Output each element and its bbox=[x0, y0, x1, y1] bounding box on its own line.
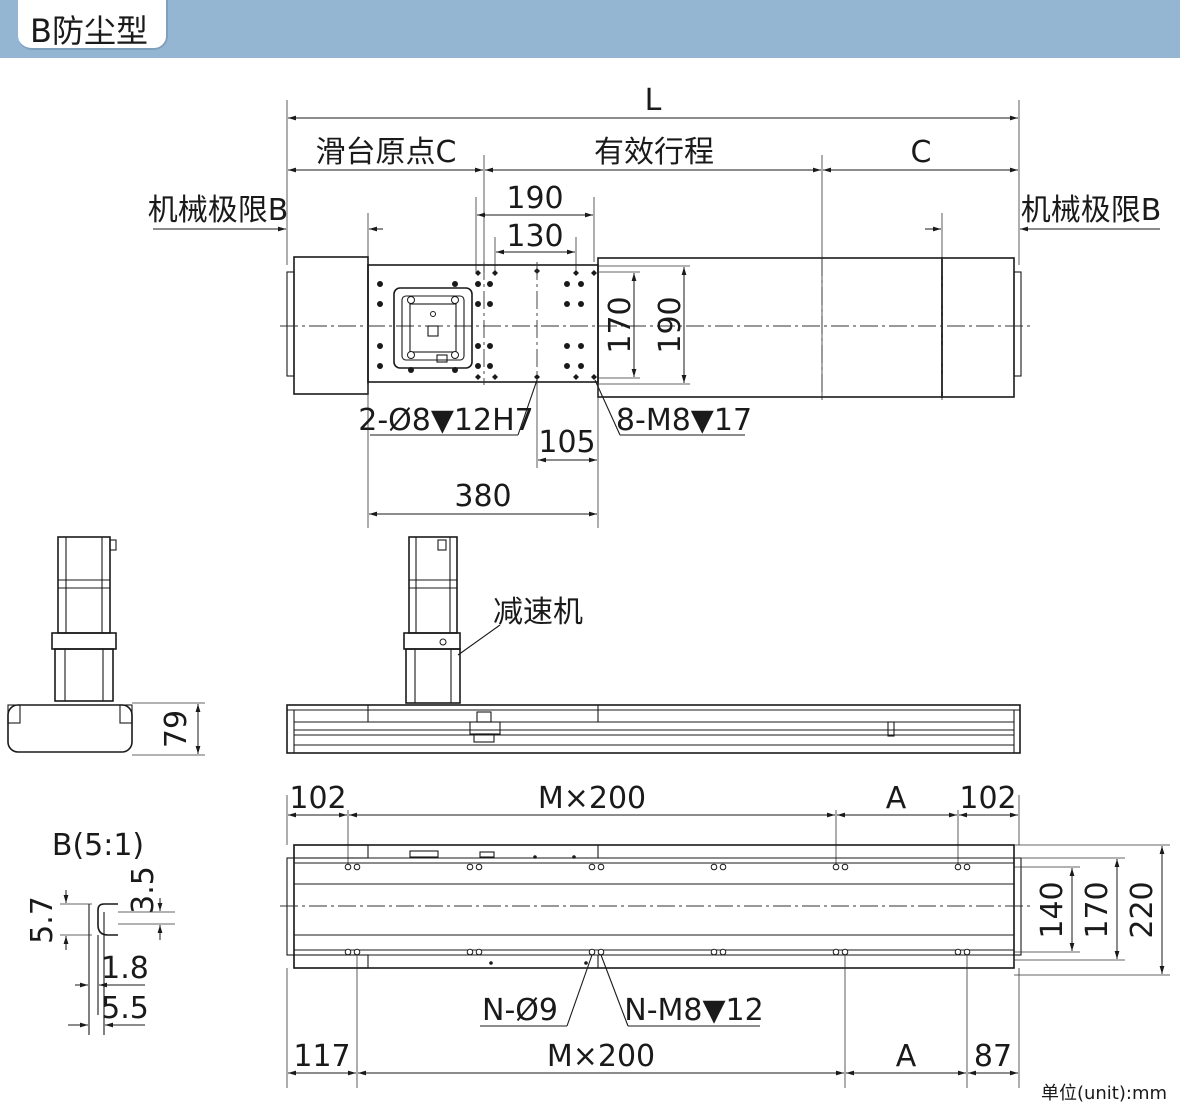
tap-holes-label: 8-M8▼17 bbox=[616, 403, 752, 438]
dim-a-bottom-label: A bbox=[896, 1039, 917, 1074]
unit-note: 单位(unit):mm bbox=[1041, 1083, 1167, 1104]
detail-b-title: B(5:1) bbox=[52, 828, 144, 863]
dim-a-top-label: A bbox=[886, 781, 907, 816]
dim-m200-bottom-label: M×200 bbox=[547, 1039, 655, 1074]
carriage-holes bbox=[377, 268, 597, 380]
detail-b: B(5:1) 5.7 3.5 1.8 5.5 bbox=[25, 828, 175, 1035]
mounting-holes bbox=[344, 855, 971, 965]
dim-102-left-label: 102 bbox=[289, 781, 346, 816]
dim-79-label: 79 bbox=[159, 710, 194, 748]
dim-190-side-label: 190 bbox=[653, 296, 688, 353]
dim-170-label: 170 bbox=[603, 296, 638, 353]
dim-87-label: 87 bbox=[974, 1039, 1012, 1074]
dim-3-5-label: 3.5 bbox=[126, 866, 161, 914]
dim-stroke-label: 有效行程 bbox=[594, 135, 714, 170]
mech-limit-right-label: 机械极限B bbox=[1021, 193, 1162, 228]
dim-origin-label: 滑台原点C bbox=[316, 135, 457, 170]
reducer-label: 减速机 bbox=[493, 595, 583, 630]
dim-c-label: C bbox=[911, 135, 932, 170]
through-holes-label: N-Ø9 bbox=[482, 993, 558, 1028]
header-bar bbox=[0, 0, 1180, 58]
dim-170-label-bottom: 170 bbox=[1080, 881, 1115, 938]
dim-140-label: 140 bbox=[1035, 881, 1070, 938]
dim-5-5-label: 5.5 bbox=[101, 991, 149, 1026]
mech-limit-left-label: 机械极限B bbox=[148, 193, 289, 228]
top-view: L 滑台原点C 有效行程 C 机械极限B 机械极限B 190 130 170 1… bbox=[148, 83, 1162, 528]
dim-m200-top-label: M×200 bbox=[538, 781, 646, 816]
dim-190-top-label: 190 bbox=[506, 181, 563, 216]
dim-l-label: L bbox=[645, 83, 662, 118]
dim-220-label: 220 bbox=[1125, 881, 1160, 938]
dim-117-label: 117 bbox=[293, 1039, 350, 1074]
bottom-tap-holes-label: N-M8▼12 bbox=[624, 993, 763, 1028]
dim-1-8-label: 1.8 bbox=[101, 951, 149, 986]
bottom-view: 102 M×200 A 102 140 170 220 N-Ø9 N-M8▼12… bbox=[280, 781, 1170, 1088]
side-view: 减速机 bbox=[286, 536, 1021, 754]
end-view: 79 bbox=[7, 536, 205, 756]
pin-holes-label: 2-Ø8▼12H7 bbox=[358, 403, 534, 438]
header-tab bbox=[18, 0, 168, 50]
dim-5-7-label: 5.7 bbox=[25, 896, 60, 944]
dim-380-label: 380 bbox=[454, 479, 511, 514]
page-title: B防尘型 bbox=[30, 12, 148, 50]
dim-102-right-label: 102 bbox=[959, 781, 1016, 816]
dim-105-label: 105 bbox=[538, 425, 595, 460]
dim-130-label: 130 bbox=[506, 219, 563, 254]
